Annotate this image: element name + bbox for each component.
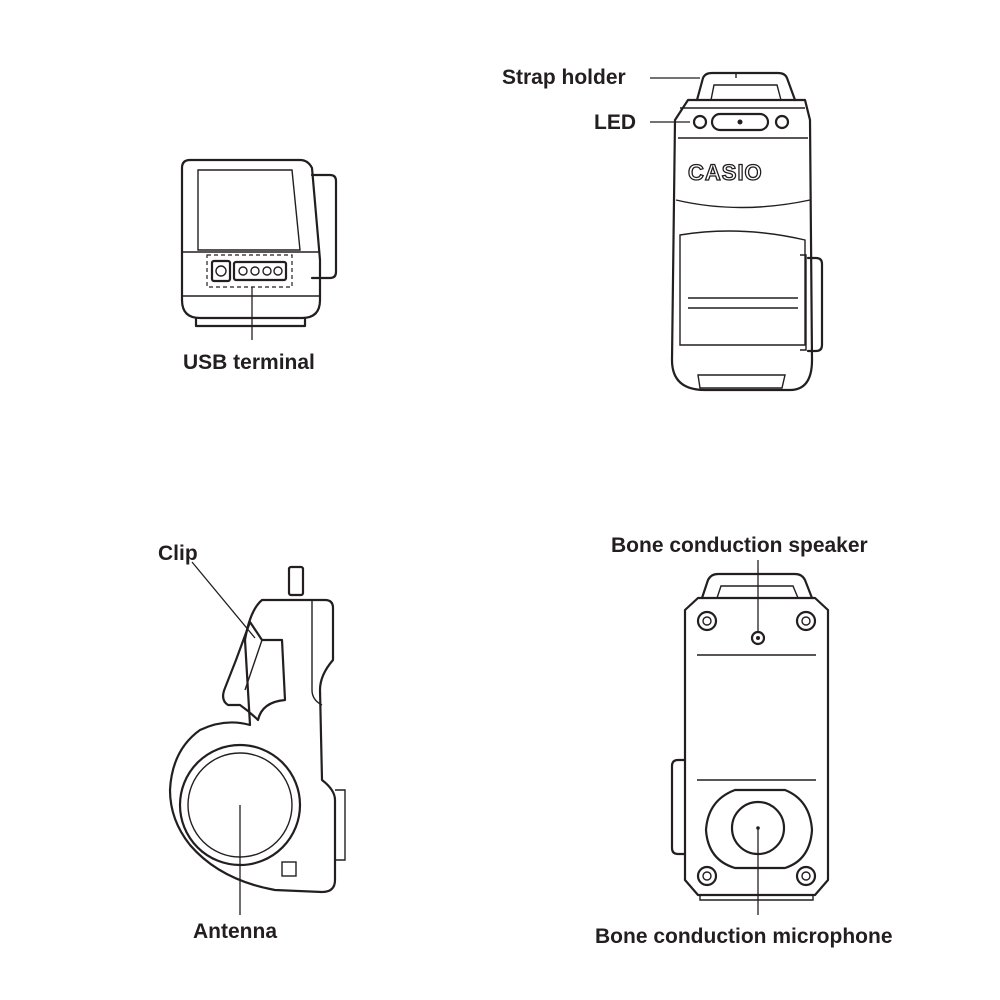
label-strap-holder: Strap holder — [502, 66, 626, 89]
label-antenna: Antenna — [193, 920, 277, 943]
device-front-view — [650, 71, 824, 392]
device-back-view — [670, 560, 830, 915]
label-bone-conduction-microphone: Bone conduction microphone — [595, 925, 893, 948]
label-clip: Clip — [158, 542, 198, 565]
label-usb-terminal: USB terminal — [183, 351, 315, 374]
device-bottom-view — [180, 158, 338, 340]
casio-logo: CASIO — [687, 160, 763, 185]
label-bone-conduction-speaker: Bone conduction speaker — [611, 534, 868, 557]
label-led: LED — [594, 111, 636, 134]
device-side-view — [168, 561, 346, 915]
